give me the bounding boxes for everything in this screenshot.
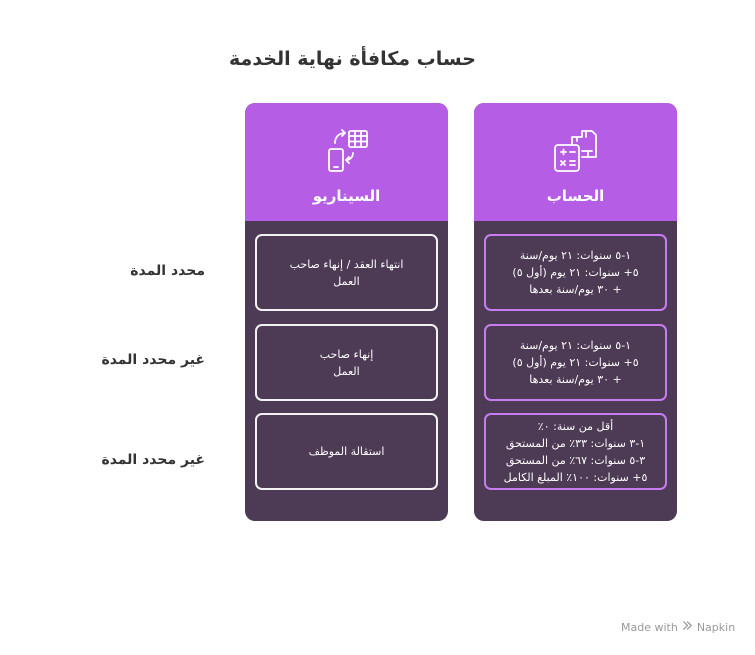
calculation-box-unlimited-employer: ١-٥ سنوات: ٢١ يوم/سنة ٥+ سنوات: ٢١ يوم (… xyxy=(484,324,667,401)
napkin-logo-icon xyxy=(682,620,693,634)
calculation-header-label: الحساب xyxy=(546,187,605,205)
made-with-text: Made with xyxy=(621,620,678,634)
device-table-swap-icon xyxy=(245,127,448,175)
napkin-brand-text: Napkin xyxy=(696,620,736,634)
calculation-column: الحساب ١-٥ سنوات: ٢١ يوم/سنة ٥+ سنوات: ٢… xyxy=(474,103,677,521)
scenario-box-employee-resignation: استقالة الموظف xyxy=(255,413,438,490)
scenario-header-label: السيناريو xyxy=(312,187,381,205)
calculation-box-fixed-term: ١-٥ سنوات: ٢١ يوم/سنة ٥+ سنوات: ٢١ يوم (… xyxy=(484,234,667,311)
made-with-napkin: Made with Napkin xyxy=(621,620,735,634)
calculator-icon xyxy=(474,127,677,175)
scenario-column: السيناريو انتهاء العقد / إنهاء صاحب العم… xyxy=(245,103,448,521)
page-title: حساب مكافأة نهاية الخدمة xyxy=(229,48,476,70)
scenario-box-employer-termination: إنهاء صاحب العمل xyxy=(255,324,438,401)
row-label-fixed-term: محدد المدة xyxy=(130,263,205,279)
row-label-unlimited-2: غير محدد المدة xyxy=(101,452,205,468)
row-label-unlimited-1: غير محدد المدة xyxy=(101,352,205,368)
calculation-box-resignation: أقل من سنة: ٠٪ ١-٣ سنوات: ٣٣٪ من المستحق… xyxy=(484,413,667,490)
scenario-header: السيناريو xyxy=(245,103,448,221)
scenario-box-contract-end: انتهاء العقد / إنهاء صاحب العمل xyxy=(255,234,438,311)
calculation-header: الحساب xyxy=(474,103,677,221)
